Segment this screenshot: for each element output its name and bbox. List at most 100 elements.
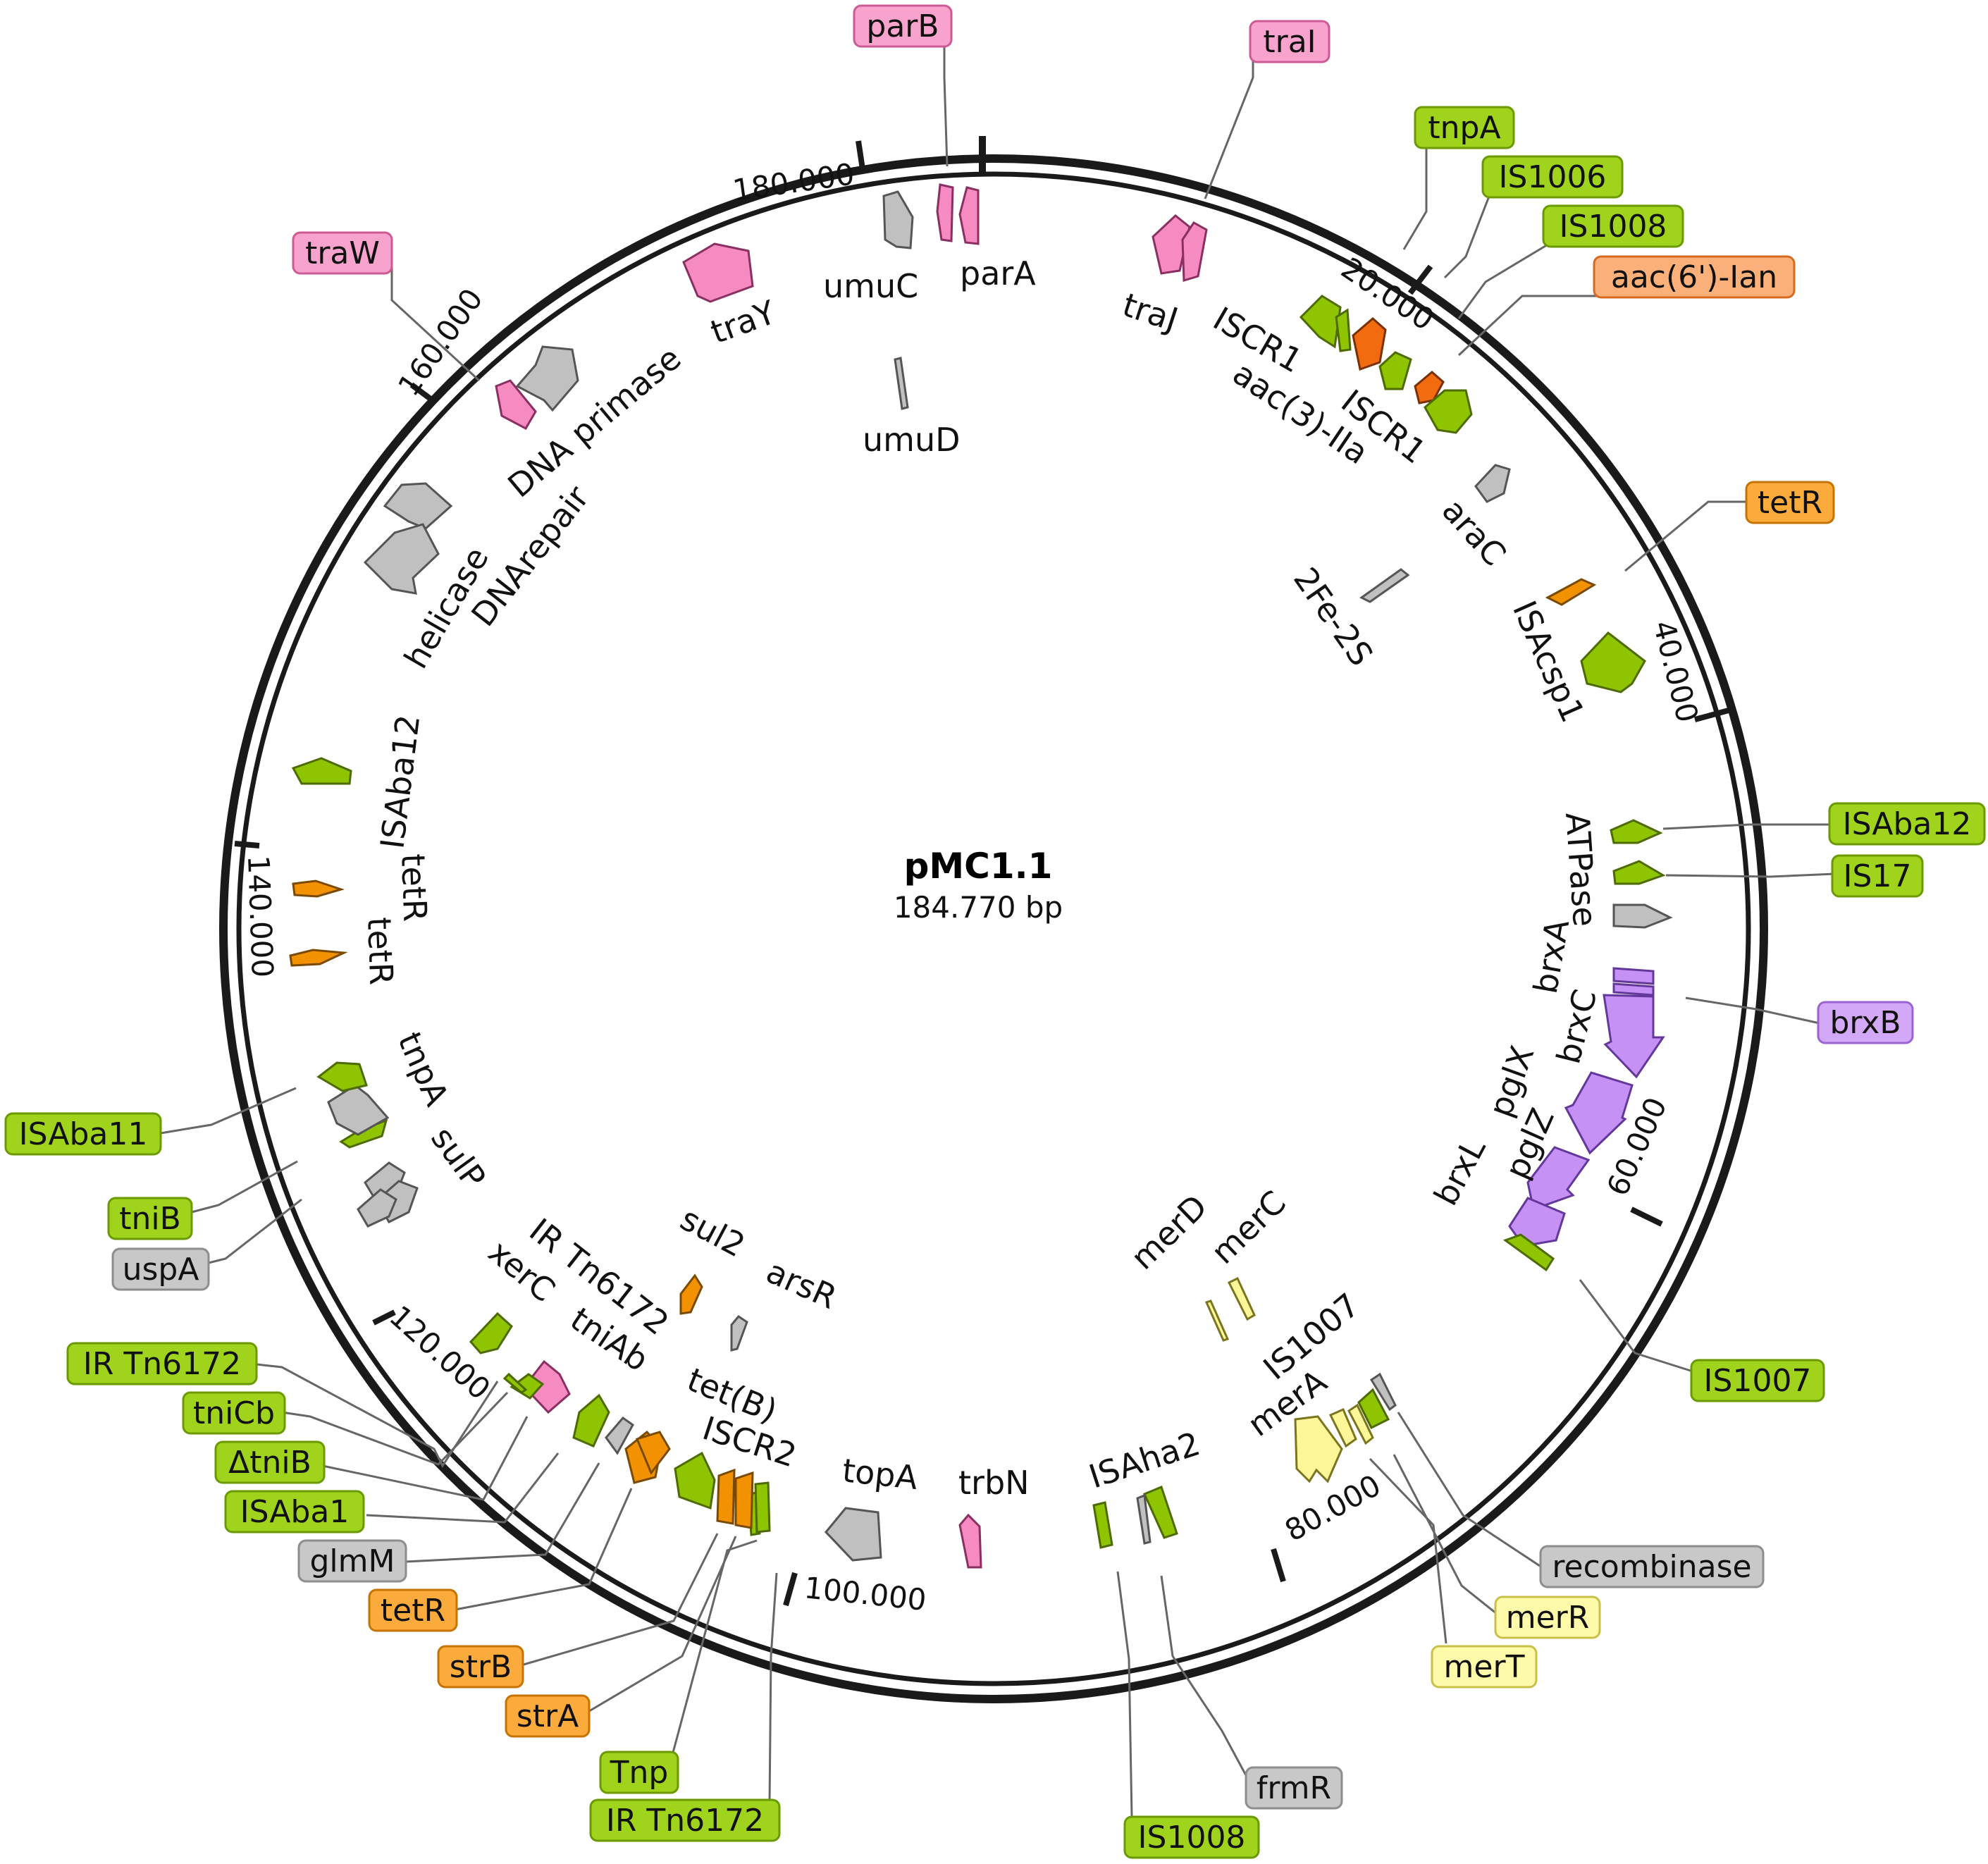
gene-Tnp[interactable]	[754, 1481, 771, 1533]
box-IS1008-bottom[interactable]: IS1008	[1123, 1815, 1260, 1859]
box-brxB[interactable]: brxB	[1817, 1001, 1914, 1044]
gene-brxL[interactable]	[1508, 1197, 1566, 1247]
box-aac6-Ian[interactable]: aac(6')-Ian	[1593, 255, 1796, 299]
gene-sul2[interactable]	[679, 1273, 703, 1315]
gene-IS1007-in[interactable]	[1357, 1388, 1390, 1430]
gene-DNA-primase[interactable]	[515, 345, 579, 412]
gene-ISAba12-in[interactable]	[291, 757, 352, 785]
gene-IS1008-top[interactable]	[1378, 351, 1412, 390]
box-recombinase[interactable]: recombinase	[1539, 1545, 1765, 1588]
box-ISAba12-right[interactable]: ISAba12	[1828, 802, 1986, 846]
box-IR-Tn6172-bottom[interactable]: IR Tn6172	[589, 1798, 781, 1842]
gene-IS1008-bottom[interactable]	[1092, 1501, 1113, 1549]
gene-arsR[interactable]	[730, 1315, 748, 1352]
box-merT[interactable]: merT	[1431, 1645, 1538, 1689]
gene-traI[interactable]	[1181, 221, 1208, 282]
gene-parA[interactable]	[936, 183, 954, 242]
gene-xerC[interactable]	[469, 1311, 513, 1354]
gene-merA[interactable]	[1294, 1415, 1343, 1483]
box-ISAba11[interactable]: ISAba11	[4, 1112, 162, 1156]
gene-ISAba11[interactable]	[316, 1061, 368, 1092]
gene-brxA[interactable]	[1612, 967, 1655, 985]
box-IR-Tn6172-left[interactable]: IR Tn6172	[66, 1342, 258, 1385]
leader-ISAba11	[160, 1087, 297, 1135]
gene-2Fe-2S[interactable]	[1359, 568, 1410, 603]
box-traW[interactable]: traW	[292, 231, 393, 275]
gene-umuD[interactable]	[894, 357, 909, 410]
gene-strA[interactable]	[734, 1471, 754, 1529]
gene-ISCR2[interactable]	[674, 1451, 716, 1510]
gene-ISCR1-b[interactable]	[1424, 389, 1473, 434]
box-IS17[interactable]: IS17	[1831, 854, 1924, 898]
gene-topA[interactable]	[824, 1507, 882, 1562]
gene-araC[interactable]	[1474, 464, 1511, 503]
gene-tetR-in-a[interactable]	[292, 879, 345, 898]
gene-IS17[interactable]	[1612, 860, 1666, 885]
gene-aac6-Ian[interactable]	[1414, 371, 1445, 405]
box-frmR[interactable]: frmR	[1245, 1766, 1343, 1810]
gene-tetR-right[interactable]	[1545, 578, 1597, 606]
box-label-tetR-right: tetR	[1758, 485, 1822, 521]
gene-ATPase[interactable]	[1612, 903, 1673, 929]
gene-traY[interactable]	[682, 242, 754, 303]
gene-tniCb[interactable]	[510, 1373, 545, 1400]
gene-DNArepair[interactable]	[383, 482, 453, 530]
box-strB[interactable]: strB	[437, 1645, 524, 1689]
gene-ISAcsp1[interactable]	[1580, 631, 1646, 693]
gene-merT[interactable]	[1328, 1408, 1357, 1448]
box-tetR-right[interactable]: tetR	[1745, 481, 1835, 524]
leader-aac6	[1457, 295, 1601, 357]
box-IS1008-top[interactable]: IS1008	[1542, 204, 1684, 248]
gene-aac3-IIa[interactable]	[1352, 317, 1387, 371]
gene-uspA[interactable]	[357, 1188, 397, 1228]
gene-brxC[interactable]	[1603, 994, 1665, 1079]
box-uspA[interactable]: uspA	[111, 1247, 210, 1291]
gene-helicase[interactable]	[363, 523, 440, 595]
gene-brxB[interactable]	[1612, 982, 1655, 996]
box-glmM[interactable]: glmM	[297, 1539, 407, 1583]
gene-parB[interactable]	[958, 186, 980, 245]
box-tniCb[interactable]: tniCb	[182, 1391, 286, 1435]
inner-label-brxL: brxL	[1426, 1131, 1493, 1211]
gene-strB[interactable]	[716, 1468, 736, 1525]
box-parB[interactable]: parB	[853, 4, 953, 48]
box-strA[interactable]: strA	[505, 1694, 591, 1738]
box-merR[interactable]: merR	[1494, 1595, 1601, 1639]
gene-merR[interactable]	[1347, 1403, 1374, 1445]
gene-tetB[interactable]	[635, 1431, 671, 1475]
gene-IS1007[interactable]	[1502, 1233, 1555, 1272]
box-label-tniB: tniB	[119, 1201, 181, 1237]
gene-trbN[interactable]	[958, 1513, 982, 1569]
inner-label-sulP: sulP	[424, 1120, 493, 1195]
gene-pglX[interactable]	[1564, 1071, 1634, 1155]
gene-merD[interactable]	[1204, 1300, 1230, 1342]
box-traI[interactable]: traI	[1249, 20, 1331, 63]
box-tnpA-top[interactable]: tnpA	[1414, 106, 1515, 149]
box-tniB[interactable]: tniB	[107, 1197, 193, 1240]
box-Tnp[interactable]: Tnp	[599, 1751, 679, 1794]
gene-tnpA-top[interactable]	[1299, 295, 1342, 349]
gene-frmR[interactable]	[1136, 1493, 1152, 1545]
gene-pglZ[interactable]	[1526, 1146, 1591, 1211]
box-ISAba1[interactable]: ISAba1	[224, 1490, 365, 1533]
inner-label-araC: araC	[1435, 491, 1514, 573]
gene-tetR-in-b[interactable]	[289, 949, 348, 967]
inner-label-brxC: brxC	[1549, 986, 1604, 1068]
box-IS1006[interactable]: IS1006	[1481, 155, 1624, 199]
gene-ISAba12-right[interactable]	[1610, 819, 1663, 844]
gene-IR-Tn6172-left[interactable]	[502, 1372, 528, 1394]
box-IS1007[interactable]: IS1007	[1690, 1359, 1825, 1402]
gene-glmM[interactable]	[605, 1416, 634, 1455]
gene-merC[interactable]	[1227, 1276, 1256, 1321]
leader-merR	[1393, 1454, 1498, 1615]
gene-umuC[interactable]	[882, 190, 914, 249]
gene-ISAha2[interactable]	[1142, 1485, 1178, 1539]
gene-traW[interactable]	[495, 379, 537, 430]
box-dtniB[interactable]: ΔtniB	[214, 1440, 326, 1484]
box-tetR-bottom[interactable]: tetR	[368, 1588, 458, 1632]
gene-IS1006[interactable]	[1335, 308, 1352, 352]
gene-ISAba1[interactable]	[572, 1393, 610, 1448]
box-label-ISAba12-right: ISAba12	[1843, 806, 1972, 842]
gene-recombinase[interactable]	[1369, 1372, 1397, 1412]
gene-dtniB[interactable]	[523, 1359, 571, 1414]
